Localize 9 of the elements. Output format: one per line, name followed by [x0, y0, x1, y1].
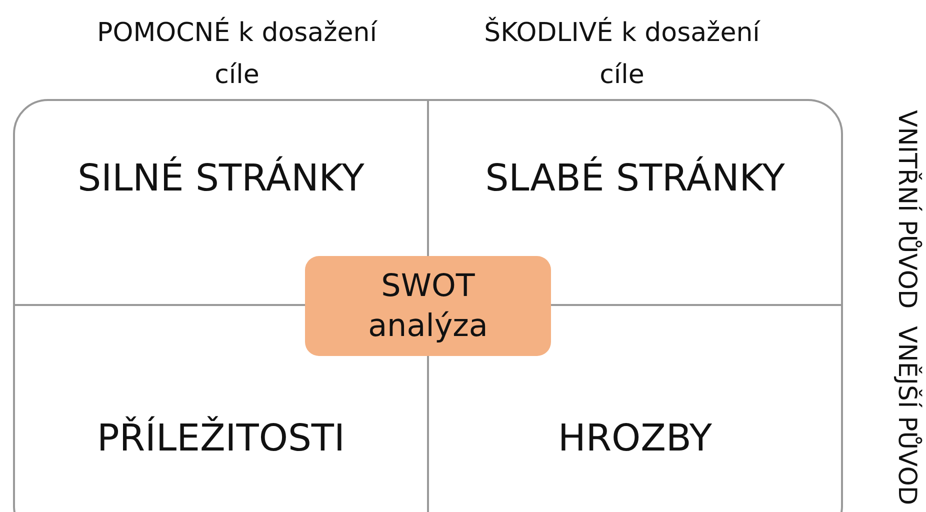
quadrant-label: SILNÉ STRÁNKY	[78, 156, 364, 200]
row-heading: VNĚJŠÍ PŮVOD	[893, 326, 922, 506]
center-box: SWOT analýza	[305, 256, 551, 356]
quadrant-label: HROZBY	[558, 416, 712, 460]
column-heading: ŠKODLIVÉ k dosažení cíle	[483, 16, 762, 92]
column-heading: POMOCNÉ k dosažení cíle	[96, 16, 378, 92]
quadrant-label: SLABÉ STRÁNKY	[485, 156, 785, 200]
quadrant-label: PŘÍLEŽITOSTI	[97, 416, 345, 460]
row-heading: VNITŘNÍ PŮVOD	[893, 110, 922, 309]
